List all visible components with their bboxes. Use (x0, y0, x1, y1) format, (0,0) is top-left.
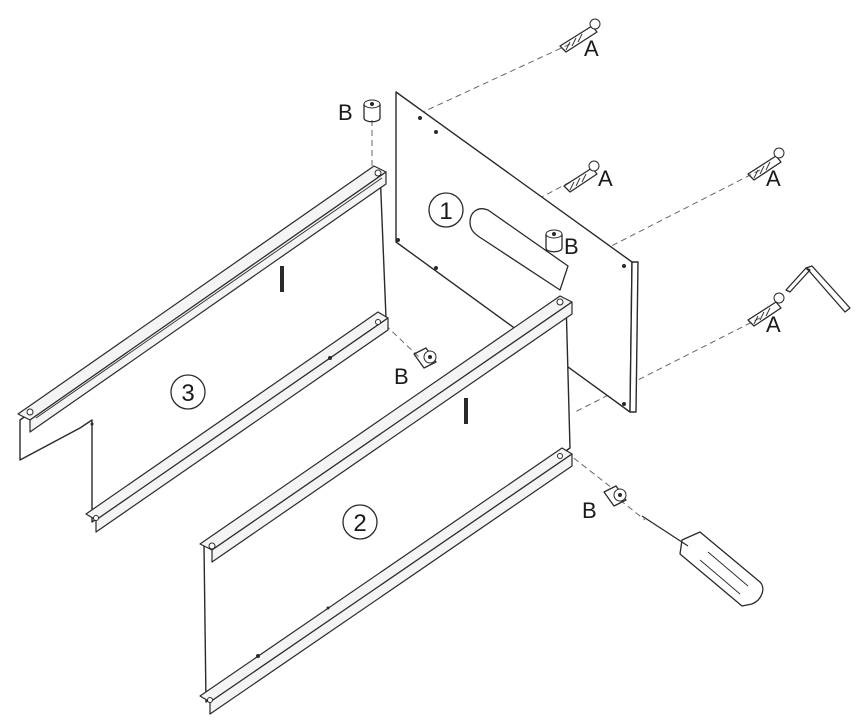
screw-a-middle (563, 160, 600, 193)
nut-b-middle (545, 229, 563, 253)
nut-b-top (363, 99, 381, 123)
part-number-3-label: 3 (181, 380, 194, 407)
label-a-right: A (766, 166, 781, 191)
part-number-1: 1 (428, 192, 464, 228)
screw-a-lower (747, 292, 785, 327)
panel-2 (199, 295, 573, 715)
part-number-2: 2 (342, 504, 378, 540)
screw-a-right (747, 147, 785, 181)
screw-a-top (559, 18, 601, 53)
label-a-top: A (584, 36, 599, 61)
alignment-line (579, 169, 761, 263)
label-a-middle: A (598, 166, 613, 191)
hinge-slot (280, 266, 284, 292)
panel-3 (17, 165, 389, 533)
alignment-line (574, 317, 761, 413)
hex-key-icon (785, 265, 851, 313)
label-b-left: B (394, 364, 409, 389)
label-b-top: B (338, 100, 353, 125)
part-number-2-label: 2 (353, 510, 366, 537)
alignment-line (409, 43, 571, 119)
alignment-line (565, 451, 613, 489)
cable-slot (469, 208, 569, 291)
label-a-lower: A (766, 312, 781, 337)
alignment-line (619, 499, 646, 521)
screwdriver-icon (641, 515, 764, 607)
label-b-middle: B (564, 234, 579, 259)
hinge-slot (464, 398, 468, 424)
part-number-1-label: 1 (439, 198, 452, 225)
label-b-lower: B (582, 498, 597, 523)
nut-b-lower (603, 485, 627, 507)
nut-b-left (413, 347, 437, 369)
part-number-3: 3 (170, 374, 206, 410)
panel-1 (395, 91, 639, 413)
